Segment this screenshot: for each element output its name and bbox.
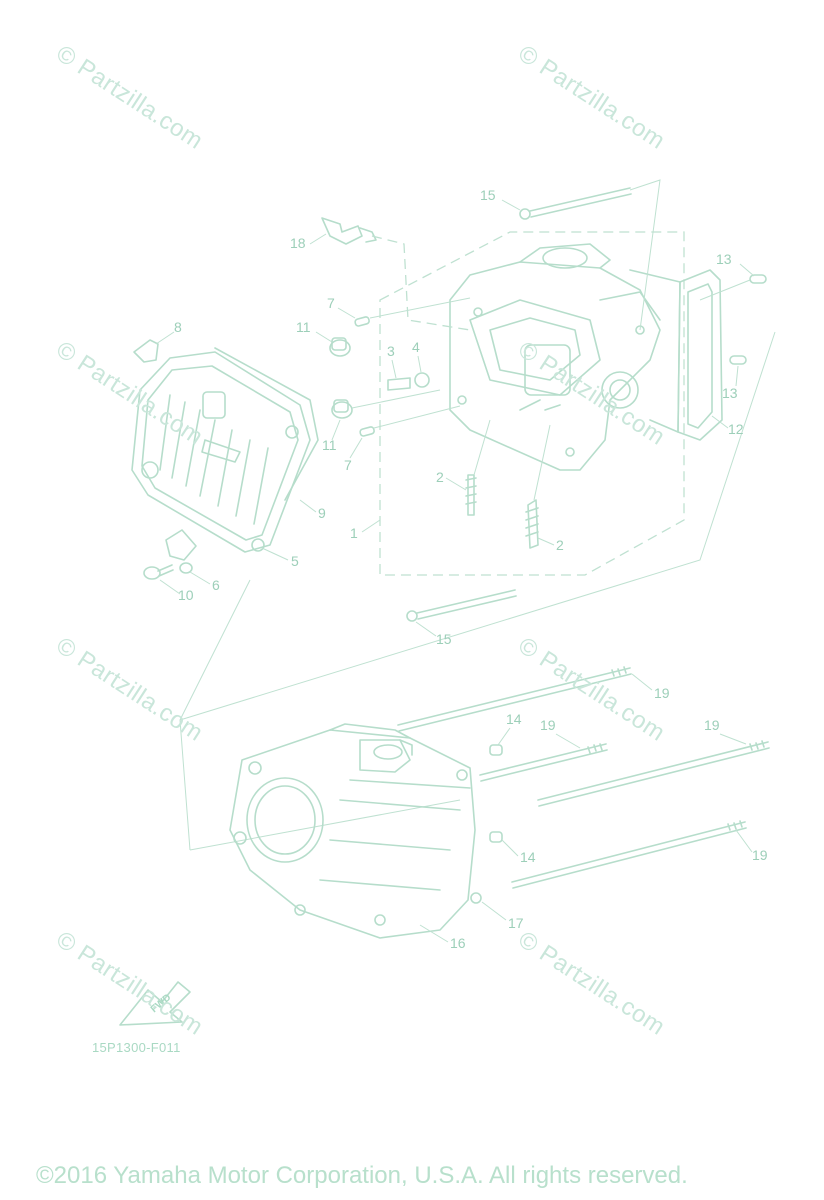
- stud-2-left[interactable]: [465, 474, 477, 516]
- bracket[interactable]: [165, 529, 197, 561]
- bolt-15-upper[interactable]: [519, 187, 632, 220]
- callout-12: 12: [728, 421, 744, 437]
- stud-19-b[interactable]: [479, 743, 608, 782]
- head-cover-gasket[interactable]: [629, 269, 723, 441]
- callout-13-lower: 13: [722, 385, 738, 401]
- plug-11-lower[interactable]: [331, 399, 353, 419]
- callout-1: 1: [350, 525, 358, 541]
- callout-7-lower: 7: [344, 457, 352, 473]
- washer-4[interactable]: [414, 372, 430, 388]
- callout-18: 18: [290, 235, 306, 251]
- callout-5: 5: [291, 553, 299, 569]
- callout-2-left: 2: [436, 469, 444, 485]
- callout-19-b: 19: [540, 717, 556, 733]
- sensor-18[interactable]: [321, 217, 377, 245]
- stud-19-d[interactable]: [511, 820, 747, 889]
- callout-2-right: 2: [556, 537, 564, 553]
- bolt-3[interactable]: [387, 377, 411, 391]
- diagram-code: 15P1300-F011: [92, 1040, 181, 1055]
- callout-14-lower: 14: [520, 849, 536, 865]
- callout-7-upper: 7: [327, 295, 335, 311]
- callout-8: 8: [174, 319, 182, 335]
- callout-4: 4: [412, 339, 420, 355]
- leader-18: [371, 235, 471, 331]
- callout-19-a: 19: [654, 685, 670, 701]
- callout-16: 16: [450, 935, 466, 951]
- dowel-pin-7-upper[interactable]: [354, 316, 370, 327]
- cylinder-head-cover[interactable]: [131, 347, 319, 553]
- callout-15-lower: 15: [436, 631, 452, 647]
- cylinder-head[interactable]: [449, 243, 661, 471]
- bolt-10[interactable]: [143, 564, 174, 580]
- fwd-arrow-icon: [119, 981, 191, 1026]
- cylinder[interactable]: [229, 723, 482, 939]
- copyright-text: ©2016 Yamaha Motor Corporation, U.S.A. A…: [36, 1162, 688, 1189]
- callout-11-upper: 11: [296, 319, 311, 335]
- callout-19-c: 19: [704, 717, 720, 733]
- callout-19-d: 19: [752, 847, 768, 863]
- washer-6[interactable]: [179, 562, 193, 574]
- stud-19-c[interactable]: [537, 740, 770, 807]
- stud-19-a[interactable]: [397, 666, 632, 732]
- callout-14-upper: 14: [506, 711, 522, 727]
- dowel-pin-7-lower[interactable]: [359, 426, 375, 437]
- dowel-14-lower[interactable]: [489, 831, 503, 843]
- dowel-14-upper[interactable]: [489, 744, 503, 756]
- plug-11-upper[interactable]: [329, 337, 351, 357]
- bolt-15-lower[interactable]: [406, 589, 517, 622]
- clip[interactable]: [133, 339, 159, 363]
- callout-17: 17: [508, 915, 524, 931]
- dowel-13-lower[interactable]: [729, 355, 747, 365]
- callout-9: 9: [318, 505, 326, 521]
- callout-10: 10: [178, 587, 194, 603]
- callout-3: 3: [387, 343, 395, 359]
- callout-11-lower: 11: [322, 437, 337, 453]
- dowel-13-upper[interactable]: [749, 274, 767, 284]
- stud-2-right[interactable]: [525, 499, 539, 549]
- callout-15-upper: 15: [480, 187, 496, 203]
- head-assembly-outline: [379, 231, 685, 576]
- callout-6: 6: [212, 577, 220, 593]
- callout-13-upper: 13: [716, 251, 732, 267]
